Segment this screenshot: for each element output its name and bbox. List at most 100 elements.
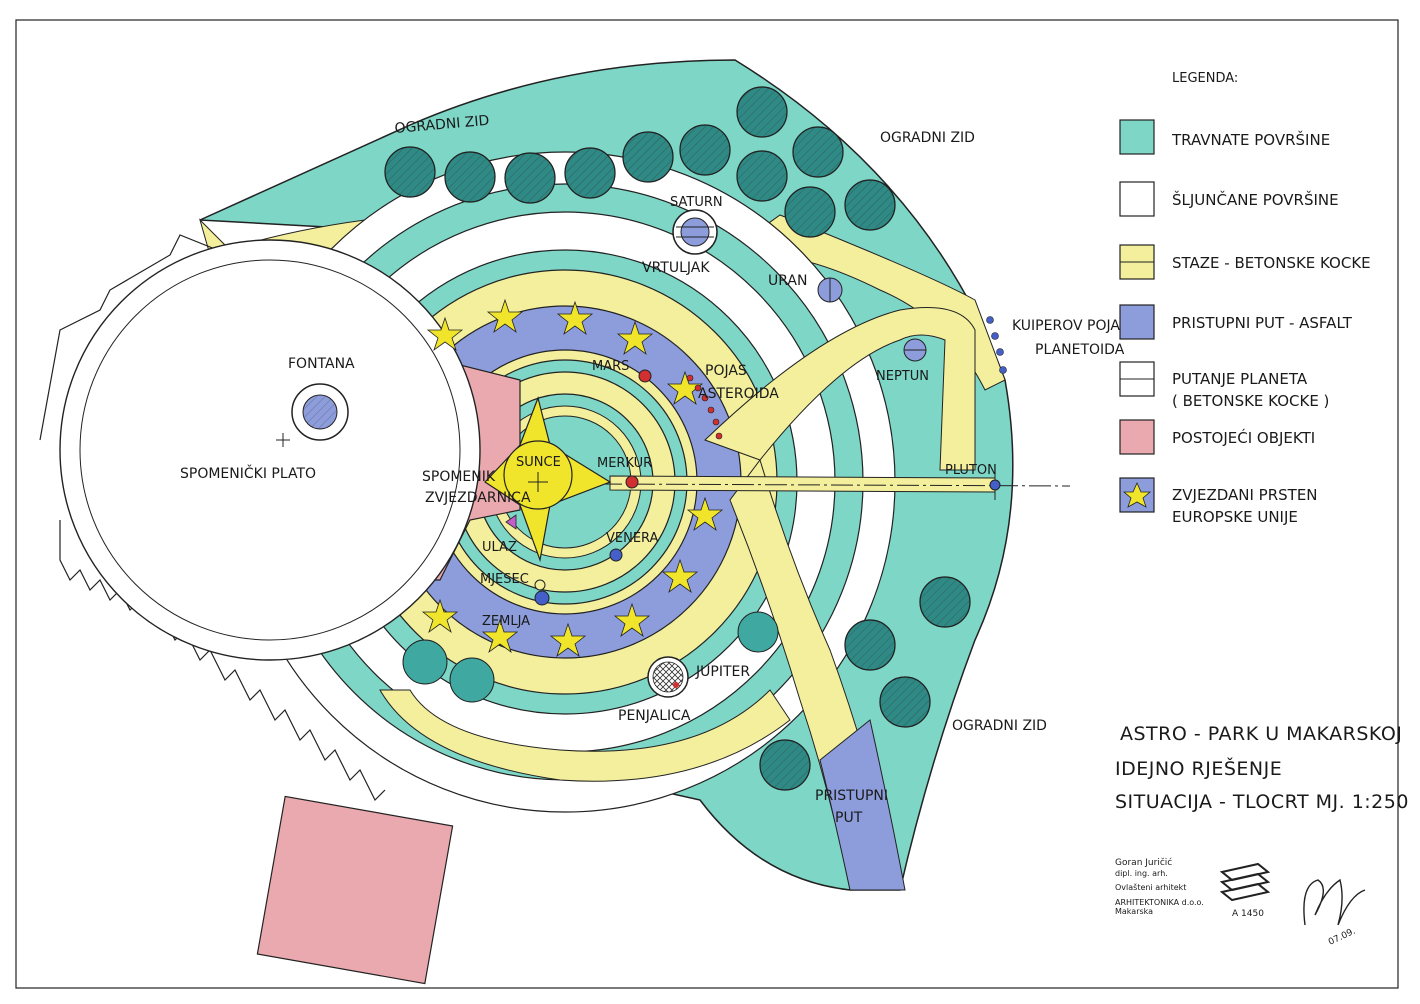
- tree-icon: [759, 739, 811, 791]
- asteroid-belt: [686, 374, 723, 440]
- label-merkur: MERKUR: [597, 456, 652, 471]
- label-pluton: PLUTON: [945, 463, 997, 478]
- star-icon: [666, 370, 704, 406]
- title-line1: ASTRO - PARK U MAKARSKOJ: [1120, 723, 1402, 745]
- label-spomenik-line2: ZVJEZDARNICA: [425, 490, 531, 506]
- signature-icon: [1303, 878, 1366, 926]
- legend-swatch-existing: [1119, 419, 1155, 455]
- label-spomenicki-plato: SPOMENIČKI PLATO: [180, 464, 316, 482]
- title-line2: IDEJNO RJEŠENJE: [1115, 756, 1282, 780]
- shrubs: [402, 611, 779, 703]
- tree-icon: [736, 150, 788, 202]
- label-uran: URAN: [768, 273, 807, 289]
- stamp-role: Ovlašteni arhitekt: [1115, 882, 1186, 892]
- tree-icon: [844, 619, 896, 671]
- plaza-mark-icon: [276, 433, 290, 447]
- star-icon: [421, 598, 459, 634]
- star-icon: [549, 622, 587, 658]
- legend-label-sub: ( BETONSKE KOCKE ): [1172, 392, 1329, 410]
- asphalt-access-road: [819, 719, 906, 891]
- tree-icon: [444, 151, 496, 203]
- legend-label: PRISTUPNI PUT - ASFALT: [1172, 314, 1353, 332]
- tree-icon: [622, 131, 674, 183]
- tree-icon: [504, 152, 556, 204]
- tree-icon: [844, 179, 896, 231]
- merkur-planet-icon: [625, 475, 639, 489]
- legend-label: POSTOJEĆI OBJEKTI: [1172, 428, 1315, 447]
- legend: LEGENDA: TRAVNATE POVRŠINE ŠLJUNČANE POV…: [1119, 71, 1371, 526]
- star-icon: [556, 300, 594, 336]
- jupiter-grid: [652, 661, 684, 693]
- label-fontana: FONTANA: [288, 356, 355, 372]
- architect-stamp: Goran Juričić dipl. ing. arh. Ovlašteni …: [1115, 857, 1366, 948]
- tree-icon: [879, 676, 931, 728]
- shrub-icon: [737, 611, 779, 653]
- saturn-carousel-inner: [680, 217, 710, 247]
- stamp-signature-date: 07.09.: [1327, 927, 1357, 948]
- star-icon: [481, 618, 519, 654]
- ulaz-entrance-icon: [505, 514, 517, 530]
- kuiper-belt: [986, 316, 1007, 374]
- legend-swatch-grass: [1119, 119, 1155, 155]
- star-icon: [661, 558, 699, 594]
- stamp-number: A 1450: [1232, 909, 1264, 919]
- label-venera: VENERA: [606, 531, 659, 546]
- legend-label: TRAVNATE POVRŠINE: [1171, 130, 1330, 149]
- tree-icon: [792, 126, 844, 178]
- label-mjesec: MJESEC: [480, 572, 529, 587]
- star-icon: [486, 298, 524, 334]
- label-sunce: SUNCE: [516, 455, 561, 470]
- legend-label-sub: EUROPSKE UNIJE: [1172, 508, 1298, 526]
- label-mars: MARS: [592, 359, 629, 374]
- label-ogradni-zid-bottom: OGRADNI ZID: [952, 718, 1047, 734]
- label-jupiter: JUPITER: [695, 664, 750, 680]
- memorial-plaza: [39, 234, 481, 802]
- fountain-hatch: [303, 395, 337, 429]
- tree-icon: [384, 146, 436, 198]
- mjesec-planet-icon: [534, 579, 546, 591]
- shrub-icon: [449, 657, 495, 703]
- label-kuiper-line2: PLANETOIDA: [1035, 342, 1125, 358]
- star-icon: [1122, 482, 1152, 508]
- label-pristupni-line1: PRISTUPNI: [815, 788, 888, 804]
- venera-planet-icon: [609, 548, 623, 562]
- jupiter-spot: [673, 682, 679, 688]
- tree-icon: [919, 576, 971, 628]
- legend-swatch-gravel: [1119, 181, 1155, 217]
- company-logo-icon: [1219, 862, 1271, 902]
- sun-center-mark: [528, 472, 548, 492]
- existing-object-bottom: [256, 795, 454, 985]
- label-kuiper-line1: KUIPEROV POJAS: [1012, 318, 1129, 334]
- mars-planet-icon: [638, 369, 652, 383]
- label-penjalica: PENJALICA: [618, 708, 691, 724]
- saturn-ring-lines: [676, 226, 714, 238]
- star-icon: [616, 320, 654, 356]
- title-line3: SITUACIJA - TLOCRT MJ. 1:250: [1115, 791, 1409, 813]
- star-icon: [426, 316, 464, 352]
- tree-icon: [784, 186, 836, 238]
- sheet-border: [15, 19, 1399, 989]
- stamp-degree: dipl. ing. arh.: [1115, 869, 1168, 878]
- shrub-icon: [402, 639, 448, 685]
- legend-label: ŠLJUNČANE POVRŠINE: [1172, 190, 1339, 209]
- label-spomenik-line1: SPOMENIK: [422, 469, 496, 485]
- star-icon: [613, 602, 651, 638]
- zemlja-planet-icon: [534, 590, 550, 606]
- legend-title: LEGENDA:: [1172, 71, 1238, 86]
- legend-swatch-asphalt: [1119, 304, 1155, 340]
- tree-icon: [736, 86, 788, 138]
- label-pojas-line1: POJAS: [705, 363, 747, 379]
- label-pristupni-line2: PUT: [835, 810, 863, 826]
- legend-label: STAZE - BETONSKE KOCKE: [1172, 254, 1371, 272]
- label-neptun: NEPTUN: [876, 369, 929, 384]
- stamp-company: ARHITEKTONIKA d.o.o.: [1115, 898, 1204, 907]
- legend-label: ZVJEZDANI PRSTEN: [1172, 486, 1318, 504]
- label-saturn: SATURN: [670, 195, 723, 210]
- pluton-planet-icon: [989, 479, 1001, 491]
- label-ulaz: ULAZ: [482, 540, 517, 555]
- label-vrtuljak: VRTULJAK: [642, 260, 710, 276]
- trees: [384, 86, 971, 791]
- curved-path-right: [704, 307, 976, 471]
- label-pojas-line2: ASTEROIDA: [698, 386, 779, 402]
